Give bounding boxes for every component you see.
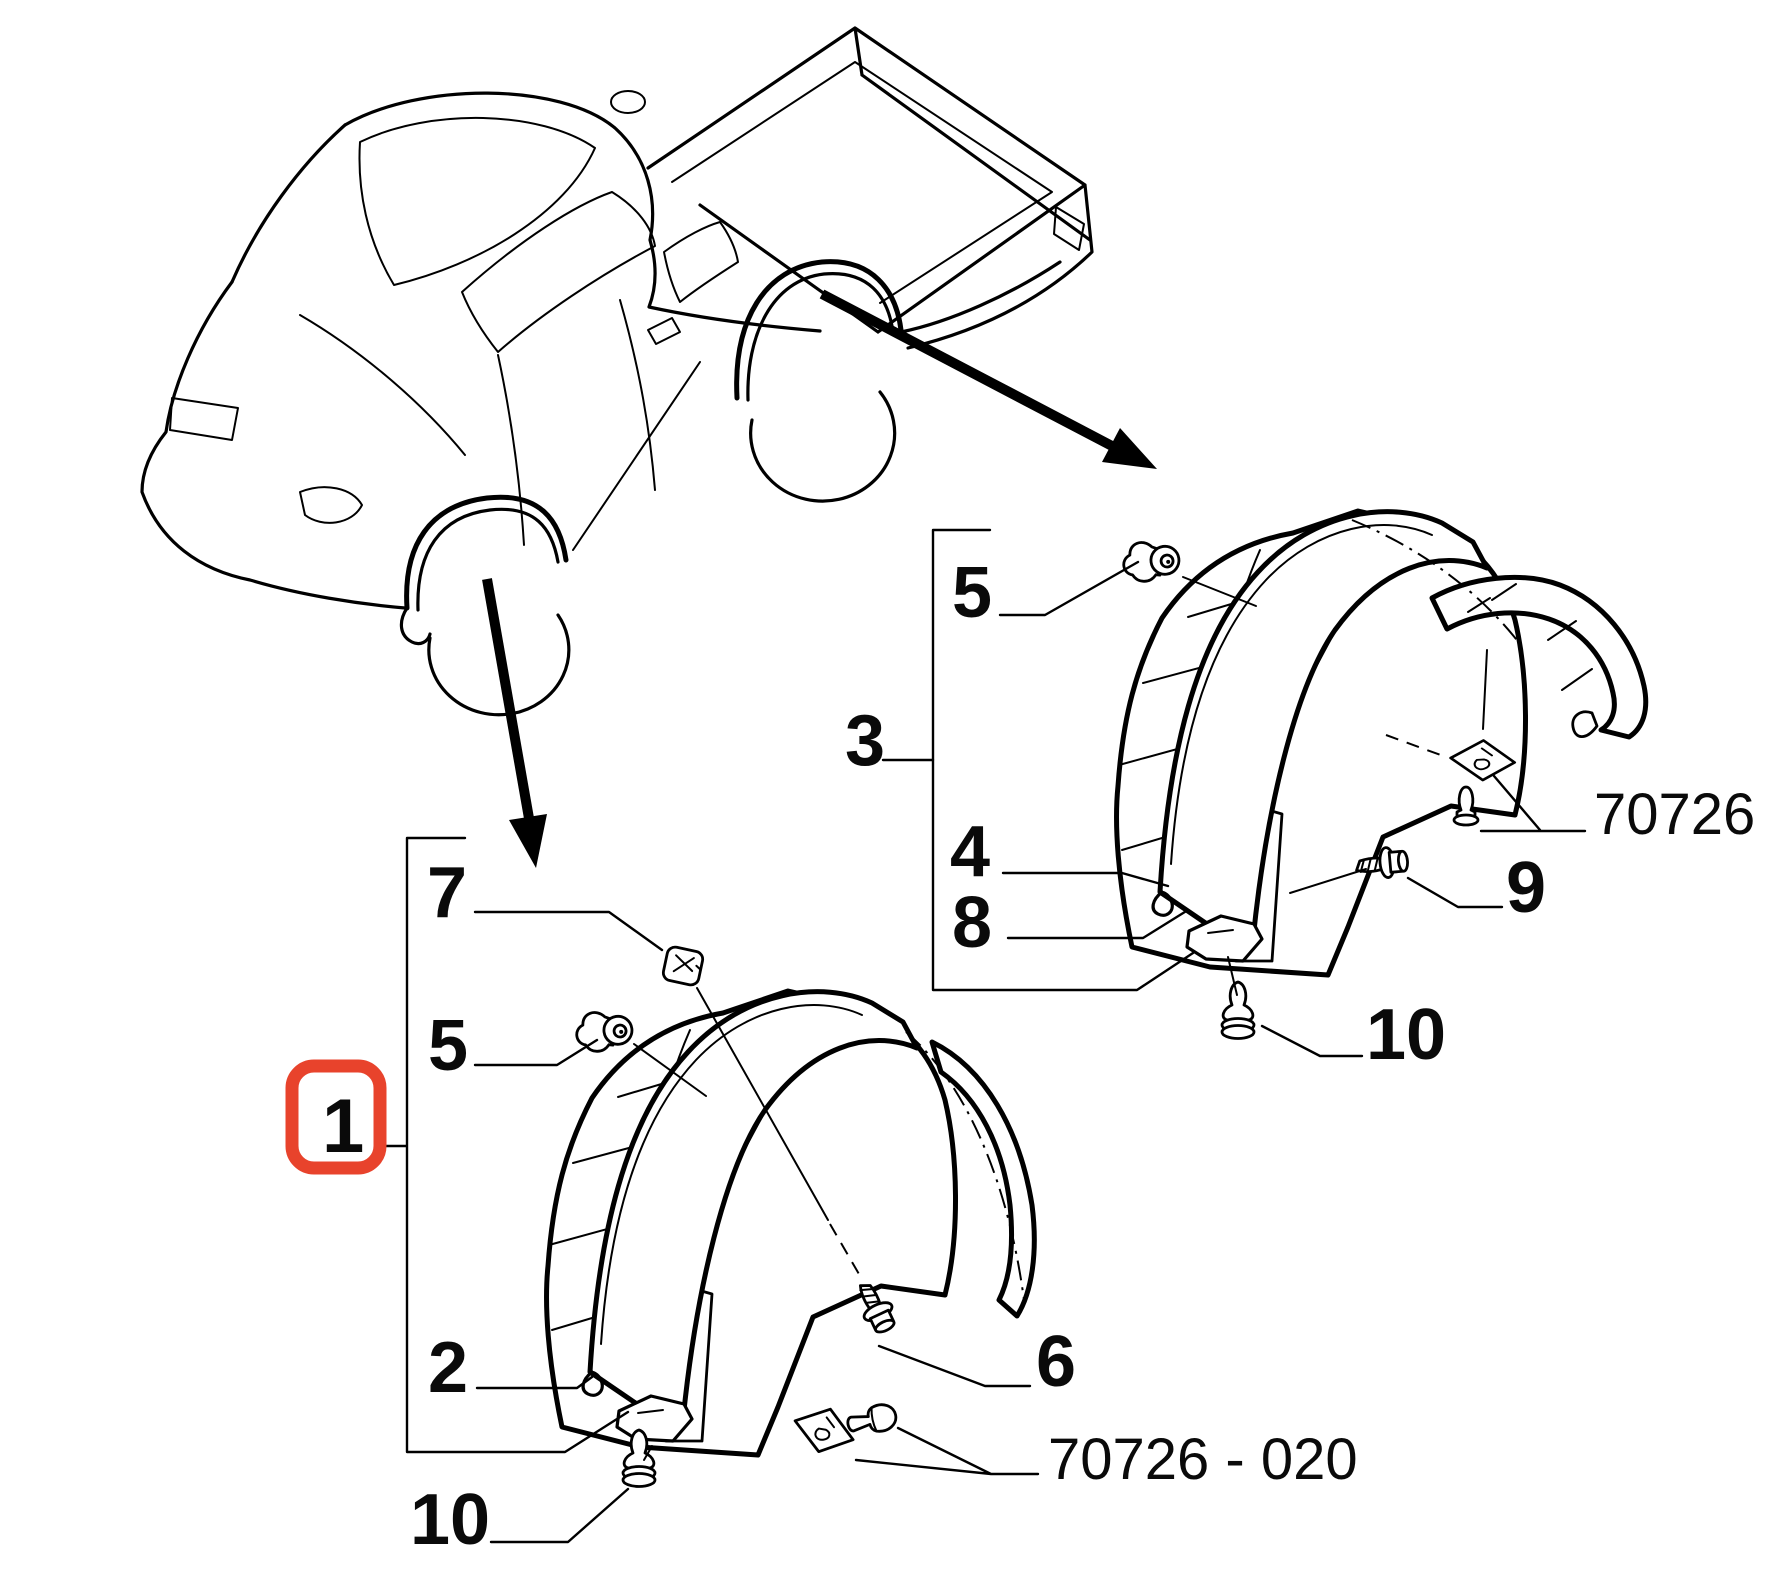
clip-7 — [660, 944, 706, 988]
part-number-rear[interactable]: 70726 — [1594, 782, 1755, 847]
tail-lamp — [1053, 206, 1085, 251]
rear-wheel-detail: 5 3 4 8 9 10 70726 — [845, 511, 1755, 1075]
front-wheel-arch — [399, 494, 571, 717]
leader-10-front — [489, 1487, 630, 1544]
trim-centerline-rear — [1351, 519, 1521, 645]
front-wheel-detail: 7 5 1 2 10 6 70726 - 020 — [285, 836, 1358, 1560]
leader-7 — [473, 910, 664, 952]
callout-10-rear[interactable]: 10 — [1366, 995, 1446, 1075]
leader-70726-020 — [854, 1426, 1040, 1476]
clip-5-front — [572, 1006, 636, 1056]
leader-10-rear — [1260, 1024, 1364, 1058]
leader-6 — [877, 1344, 1032, 1388]
callout-5-front[interactable]: 5 — [428, 1006, 468, 1086]
pin-10-rear — [1220, 980, 1256, 1040]
truck-front — [140, 280, 407, 610]
clip-5-rear — [1119, 536, 1183, 586]
callout-2[interactable]: 2 — [428, 1328, 468, 1408]
bracket-group-3 — [931, 528, 1195, 992]
arrow-front-detail — [482, 578, 547, 868]
door-lines — [497, 299, 656, 546]
callout-7[interactable]: 7 — [427, 853, 467, 933]
truck-bed — [646, 26, 1094, 350]
callout-3[interactable]: 3 — [845, 701, 885, 781]
outer-trim-piece — [1429, 574, 1649, 740]
leader-8 — [1006, 908, 1190, 940]
headlight — [169, 397, 239, 441]
arrow-rear-detail — [819, 289, 1157, 469]
callout-4[interactable]: 4 — [950, 812, 990, 892]
callout-6[interactable]: 6 — [1036, 1322, 1076, 1402]
highlight-box[interactable] — [285, 1059, 387, 1175]
callout-8[interactable]: 8 — [952, 883, 992, 963]
leader-70726 — [1479, 774, 1587, 833]
truck-cab — [343, 91, 822, 333]
rear-tire — [749, 390, 897, 503]
callout-1[interactable]: 1 — [322, 1084, 364, 1169]
callout-5-rear[interactable]: 5 — [952, 553, 992, 633]
outer-trim-fragment — [929, 1039, 1037, 1319]
door-window — [461, 191, 656, 353]
leader-2 — [475, 1375, 594, 1390]
highlighted-callout-1[interactable]: 1 — [285, 1059, 387, 1175]
windshield — [358, 117, 596, 286]
leader-4 — [1001, 871, 1170, 888]
leader-9 — [1406, 876, 1504, 909]
leader-5-front — [473, 1038, 599, 1067]
leader-5-rear — [998, 560, 1140, 617]
quarter-window — [663, 221, 739, 303]
front-marker — [299, 486, 363, 524]
rear-wheel-arch — [734, 259, 1062, 503]
part-number-front[interactable]: 70726 - 020 — [1048, 1427, 1358, 1492]
push-clip-front — [843, 1400, 900, 1440]
mirror — [647, 317, 681, 345]
truck-drawing — [140, 26, 1094, 717]
callout-10-front[interactable]: 10 — [410, 1480, 490, 1560]
rocker-line — [572, 361, 701, 551]
callout-9[interactable]: 9 — [1506, 848, 1546, 928]
